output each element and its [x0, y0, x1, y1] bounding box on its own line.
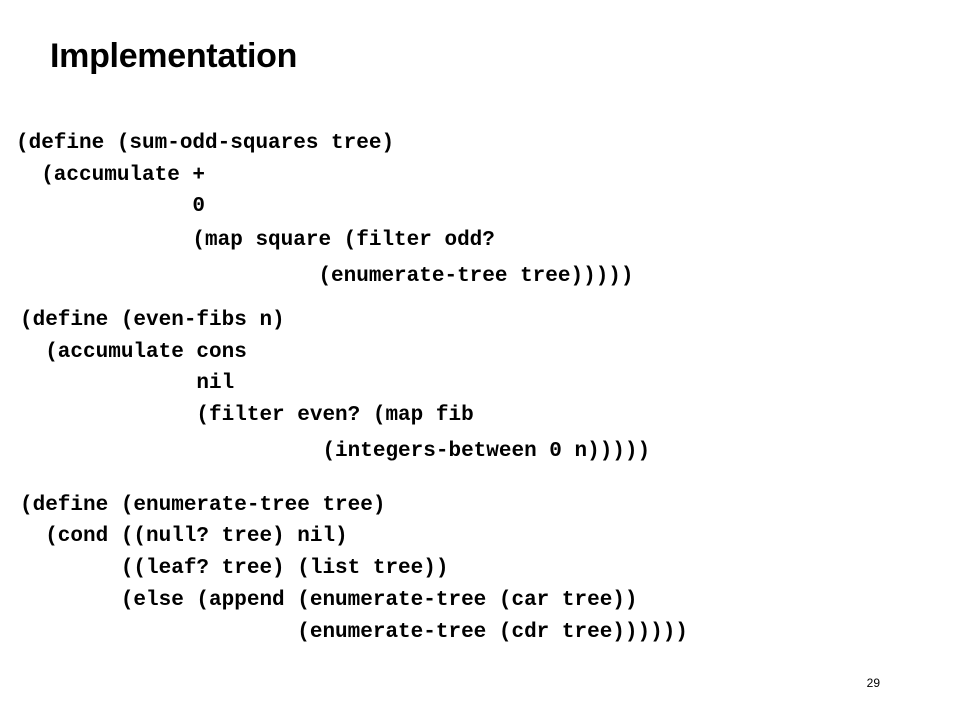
- code-line: ((leaf? tree) (list tree)): [20, 557, 449, 580]
- code-line: (filter even? (map fib: [20, 404, 474, 427]
- code-line: 0: [16, 195, 206, 218]
- code-line: (define (enumerate-tree tree): [20, 494, 386, 517]
- code-line: (cond ((null? tree) nil): [20, 525, 348, 548]
- code-line: (enumerate-tree tree))))): [16, 265, 634, 288]
- code-line: (else (append (enumerate-tree (car tree)…: [20, 589, 638, 612]
- code-line: (define (even-fibs n): [20, 309, 285, 332]
- code-line: nil: [20, 372, 235, 395]
- page-number: 29: [866, 676, 880, 690]
- code-line: (define (sum-odd-squares tree): [16, 132, 395, 155]
- code-line: (map square (filter odd?: [16, 229, 495, 252]
- code-line: (accumulate +: [16, 164, 206, 187]
- code-line: (integers-between 0 n))))): [20, 440, 651, 463]
- slide-title: Implementation: [50, 37, 298, 75]
- code-line: (enumerate-tree (cdr tree)))))): [20, 621, 688, 644]
- code-line: (accumulate cons: [20, 341, 247, 364]
